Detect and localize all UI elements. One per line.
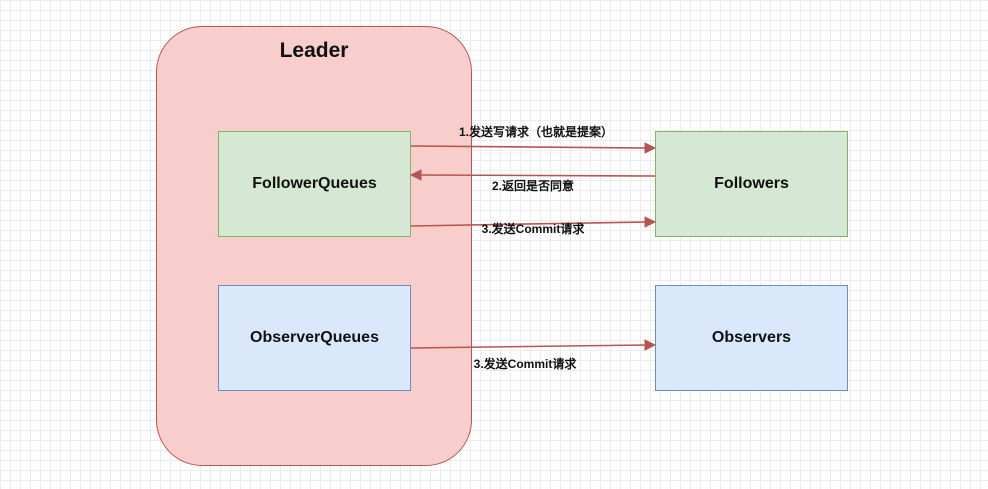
- leader-title: Leader: [279, 39, 349, 62]
- observers-label: Observers: [711, 329, 792, 346]
- follower-queues-label: FollowerQueues: [252, 175, 377, 192]
- edge-3-label: 3.发送Commit请求: [481, 222, 585, 236]
- edge-1-label: 1.发送写请求（也就是提案）: [458, 125, 614, 139]
- edge-1-arrowhead: [644, 142, 657, 154]
- follower-queues-node: FollowerQueues: [218, 131, 411, 237]
- edge-2-label: 2.返回是否同意: [491, 179, 575, 193]
- observers-node: Observers: [655, 285, 848, 391]
- leader-container: Leader: [156, 26, 472, 466]
- followers-node: Followers: [655, 131, 848, 237]
- observer-queues-node: ObserverQueues: [218, 285, 411, 391]
- edge-3-arrowhead: [644, 216, 657, 228]
- followers-label: Followers: [714, 175, 789, 192]
- edge-4-arrowhead: [644, 339, 657, 351]
- observer-queues-label: ObserverQueues: [250, 329, 379, 346]
- edge-4-label: 3.发送Commit请求: [473, 357, 577, 371]
